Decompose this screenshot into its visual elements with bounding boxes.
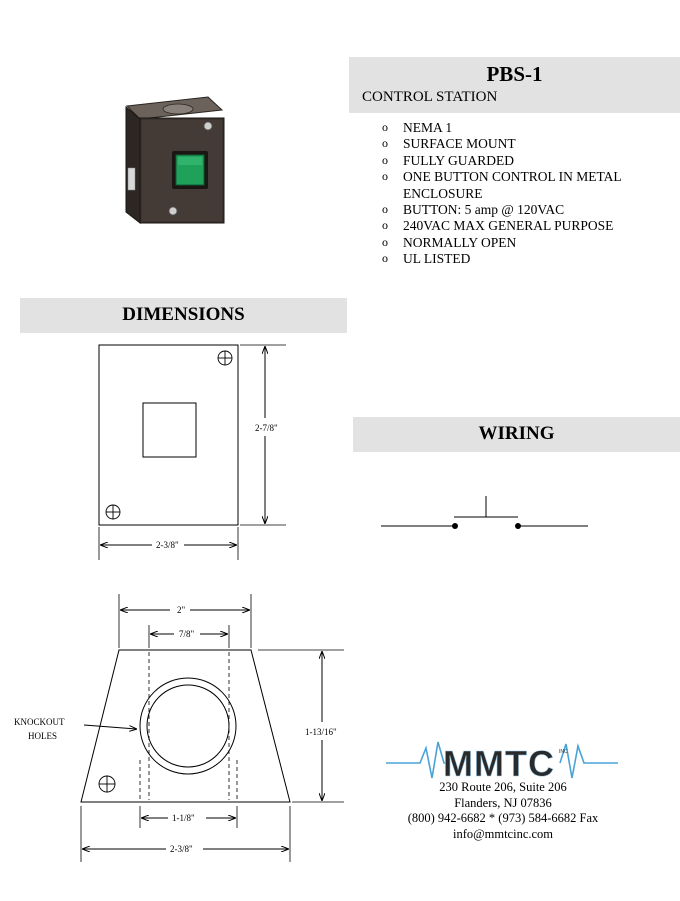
- side-profile-outline: [80, 649, 291, 803]
- address-line: 230 Route 206, Suite 206: [439, 780, 567, 794]
- enclosure-outline: [98, 344, 239, 526]
- dimensions-banner: DIMENSIONS: [20, 298, 347, 333]
- side-bottom-width-label: 2-3/8": [170, 844, 193, 854]
- logo-wave-icon: [386, 741, 450, 779]
- knockout-label: HOLES: [28, 731, 57, 741]
- feature-item: FULLY GUARDED: [378, 152, 678, 169]
- company-info: 230 Route 206, Suite 206 Flanders, NJ 07…: [385, 738, 621, 842]
- screw-hole-icon: [105, 504, 121, 520]
- wiring-heading: WIRING: [478, 423, 555, 444]
- feature-item: UL LISTED: [378, 250, 678, 267]
- wiring-banner: WIRING: [353, 417, 680, 452]
- logo-inc: INC: [559, 749, 568, 755]
- logo-wave-icon: [559, 742, 618, 779]
- side-inner-width-label: 7/8": [179, 629, 195, 639]
- screw-hole-icon: [217, 350, 233, 366]
- email: info@mmtcinc.com: [452, 826, 554, 841]
- feature-item: BUTTON: 5 amp @ 120VAC: [378, 201, 678, 218]
- side-height-label: 1-13/16": [305, 727, 337, 737]
- feature-item: NEMA 1: [378, 119, 678, 136]
- phone-fax: (800) 942-6682 * (973) 584-6682 Fax: [407, 811, 599, 826]
- feature-list: NEMA 1 SURFACE MOUNT FULLY GUARDED ONE B…: [378, 119, 678, 268]
- title-banner: PBS-1 CONTROL STATION: [349, 57, 680, 113]
- feature-item: ONE BUTTON CONTROL IN METAL ENCLOSURE: [378, 168, 678, 202]
- screw-hole-icon: [98, 775, 116, 793]
- dimensions-heading: DIMENSIONS: [122, 304, 245, 325]
- front-width-label: 2-3/8": [156, 540, 179, 550]
- feature-item: SURFACE MOUNT: [378, 135, 678, 152]
- side-top-width-label: 2": [177, 605, 186, 615]
- logo-text: MMTC: [443, 743, 555, 784]
- feature-item: 240VAC MAX GENERAL PURPOSE: [378, 217, 678, 234]
- address-line: Flanders, NJ 07836: [454, 795, 552, 810]
- front-height-label: 2-7/8": [255, 423, 278, 433]
- button-outline: [142, 402, 197, 458]
- feature-item: NORMALLY OPEN: [378, 234, 678, 251]
- knockout-label: KNOCKOUT: [14, 717, 65, 727]
- product-subtitle: CONTROL STATION: [362, 89, 498, 105]
- side-bottom-inner-label: 1-1/8": [172, 813, 195, 823]
- knockout-hole-icon: [139, 677, 237, 775]
- product-model: PBS-1: [486, 62, 543, 86]
